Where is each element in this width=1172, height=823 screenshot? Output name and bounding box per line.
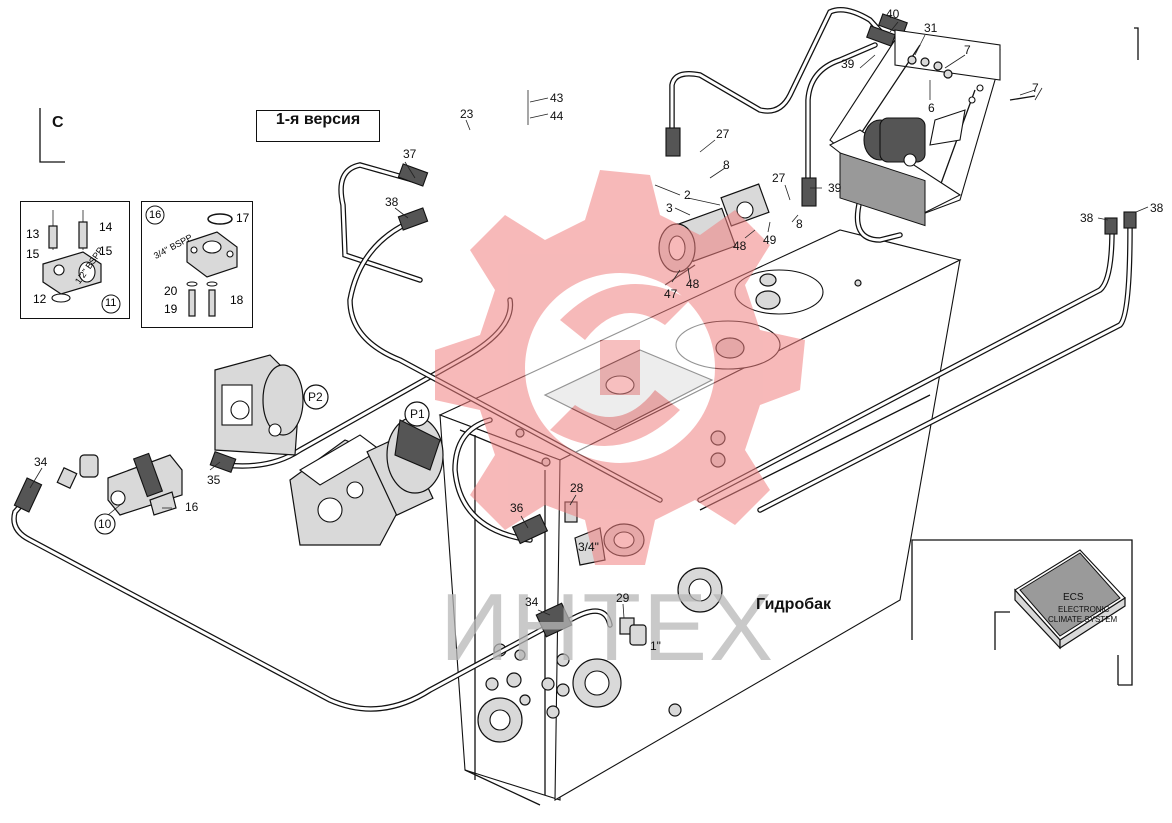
ecs-box-callout: ECS ELECTRONIC CLIMATE SYSTEM: [911, 539, 1133, 686]
part-35: 35: [207, 473, 221, 487]
part-28: 28: [570, 481, 584, 495]
thread-one-inch: 1": [650, 639, 661, 653]
part-38: 38: [385, 195, 399, 209]
part-48b: 48: [686, 277, 700, 291]
part-12: 12: [33, 292, 47, 306]
part-numbers: 37 38 34 35 16 36 28 34 29 23 43 44 27 8…: [34, 7, 1164, 653]
flange-11-drawing: [42, 210, 121, 314]
part-18: 18: [230, 293, 244, 307]
pump-p1: P1: [289, 401, 444, 546]
part-27: 27: [716, 127, 730, 141]
part-36: 36: [510, 501, 524, 515]
part-27b: 27: [772, 171, 786, 185]
part-15a: 15: [26, 247, 40, 261]
part-19: 19: [164, 302, 178, 316]
corner-letter: С: [52, 114, 64, 131]
part-10: 10: [98, 517, 112, 531]
part-44: 44: [550, 109, 564, 123]
part-13: 13: [26, 227, 40, 241]
part-15b: 15: [99, 244, 113, 258]
pump-p2-label: P2: [308, 390, 323, 404]
part-14: 14: [99, 220, 113, 234]
ecs-line2: CLIMATE SYSTEM: [1048, 615, 1118, 624]
part-43: 43: [550, 91, 564, 105]
part-20: 20: [164, 284, 178, 298]
part-23: 23: [460, 107, 474, 121]
part-2: 2: [684, 188, 691, 202]
part-47: 47: [664, 287, 678, 301]
flange-16-drawing: [145, 205, 238, 317]
tank-label: Гидробак: [756, 596, 832, 613]
part-3: 3: [666, 201, 673, 215]
part-34: 34: [34, 455, 48, 469]
watermark: [435, 170, 805, 565]
part-39b: 39: [828, 181, 842, 195]
part-7a: 7: [964, 43, 971, 57]
part-17: 17: [236, 211, 250, 225]
pump-p1-label: P1: [410, 407, 425, 421]
part-29: 29: [616, 591, 630, 605]
watermark-text: ИНТЕХ: [440, 574, 775, 681]
part-37: 37: [403, 147, 417, 161]
ecs-line1: ELECTRONIC: [1058, 605, 1110, 614]
hose-fittings: [13, 13, 1137, 646]
detail-callout-11: 13 14 15 15 12 11 1/2" BSPP: [20, 201, 130, 319]
part-16: 16: [185, 500, 199, 514]
thread-three-quarter: 3/4": [578, 540, 599, 554]
gear-pump-10: [107, 452, 183, 516]
part-38b: 38: [1080, 211, 1094, 225]
version-label: 1-я версия: [256, 110, 380, 142]
part-31: 31: [924, 21, 938, 35]
part-48a: 48: [733, 239, 747, 253]
part-39: 39: [841, 57, 855, 71]
part-34b: 34: [525, 595, 539, 609]
part-11: 11: [105, 297, 117, 309]
hose-lines: [11, 7, 1133, 712]
part-8b: 8: [796, 217, 803, 231]
part-16b: 16: [149, 209, 162, 221]
detail-callout-16: 16 17 20 18 19 3/4" BSPP: [141, 201, 253, 328]
pump-p2: P2: [214, 354, 329, 456]
ecs-brand: ECS: [1063, 592, 1084, 603]
part-49: 49: [763, 233, 777, 247]
motor-bracket-assembly: [828, 29, 1036, 227]
leader-lines: [29, 21, 1149, 619]
part-40: 40: [886, 7, 900, 21]
part-8: 8: [723, 158, 730, 172]
part-6: 6: [928, 101, 935, 115]
part-38c: 38: [1150, 201, 1164, 215]
part-7b: 7: [1032, 81, 1039, 95]
